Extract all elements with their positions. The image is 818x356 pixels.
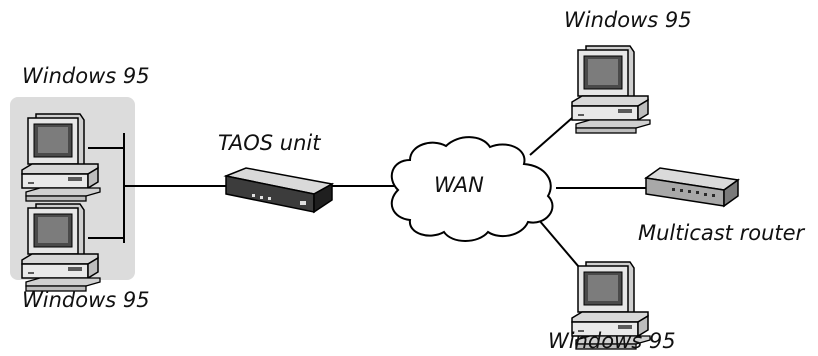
lan-top-pc-label: Windows 95 bbox=[22, 64, 150, 88]
lan-bottom-pc-label: Windows 95 bbox=[22, 288, 150, 312]
connection-lines bbox=[88, 103, 650, 281]
remote-bottom-pc-label: Windows 95 bbox=[548, 329, 676, 353]
remote-top-pc-label: Windows 95 bbox=[564, 8, 692, 32]
cloud-icon bbox=[390, 136, 554, 242]
taos-unit-label: TAOS unit bbox=[218, 131, 321, 155]
desktop-computer-icon bbox=[571, 45, 651, 134]
router-icon bbox=[644, 167, 740, 208]
network-access-unit-icon bbox=[223, 167, 335, 214]
wan-label: WAN bbox=[434, 173, 484, 197]
multicast-router-label: Multicast router bbox=[638, 221, 806, 245]
